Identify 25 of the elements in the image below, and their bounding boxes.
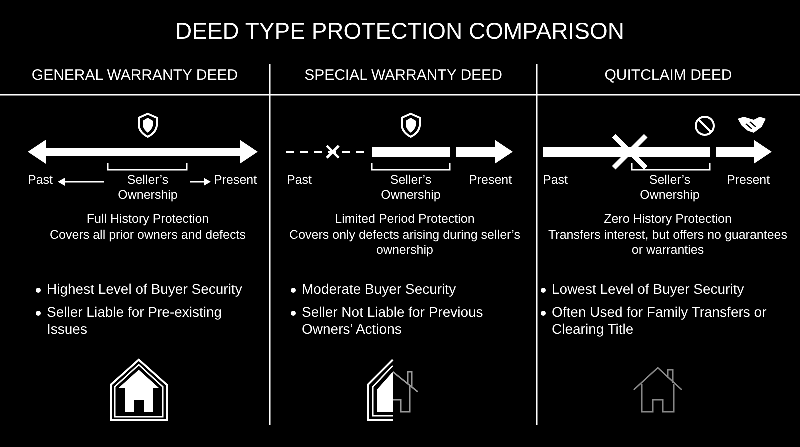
bullet-text: Seller Liable for Pre-existing Issues [47,304,224,338]
timeline-label: Present [214,173,258,188]
timeline-label: Past [287,173,314,188]
timeline-label: Past [28,173,54,188]
description-text: Transfers interest, but offers no guarantees or warranties [548,228,788,258]
column-heading: QUITCLAIM DEED [604,67,734,85]
timeline-label: Seller’s Ownership [639,173,701,203]
bullet-text: Lowest Level of Buyer Security [552,281,746,298]
protection-heading: Limited Period Protection [334,212,476,227]
column-heading: GENERAL WARRANTY DEED [30,67,240,85]
bullet-text: Moderate Buyer Security [302,281,458,298]
timeline-label: Present [727,173,772,188]
title: DEED TYPE PROTECTION COMPARISON [174,18,626,46]
column-heading: SPECIAL WARRANTY DEED [304,67,504,85]
protection-heading: Full History Protection [86,212,210,227]
bullet-text: Often Used for Family Transfers or Clearing Title [552,304,768,338]
timeline-label: Present [469,173,514,188]
description-text: Covers only defects arising during seller’s ownership [288,228,522,258]
timeline-label: Seller’s Ownership [380,173,442,203]
timeline-label: Past [543,173,570,188]
description-text: Covers all prior owners and defects [49,228,247,243]
protection-heading: Zero History Protection [603,212,733,227]
bullet-text: Seller Not Liable for Previous Owners’ Actions [302,304,484,338]
bullet-text: Highest Level of Buyer Security [47,281,244,298]
timeline-label: Seller’s Ownership [117,173,179,203]
